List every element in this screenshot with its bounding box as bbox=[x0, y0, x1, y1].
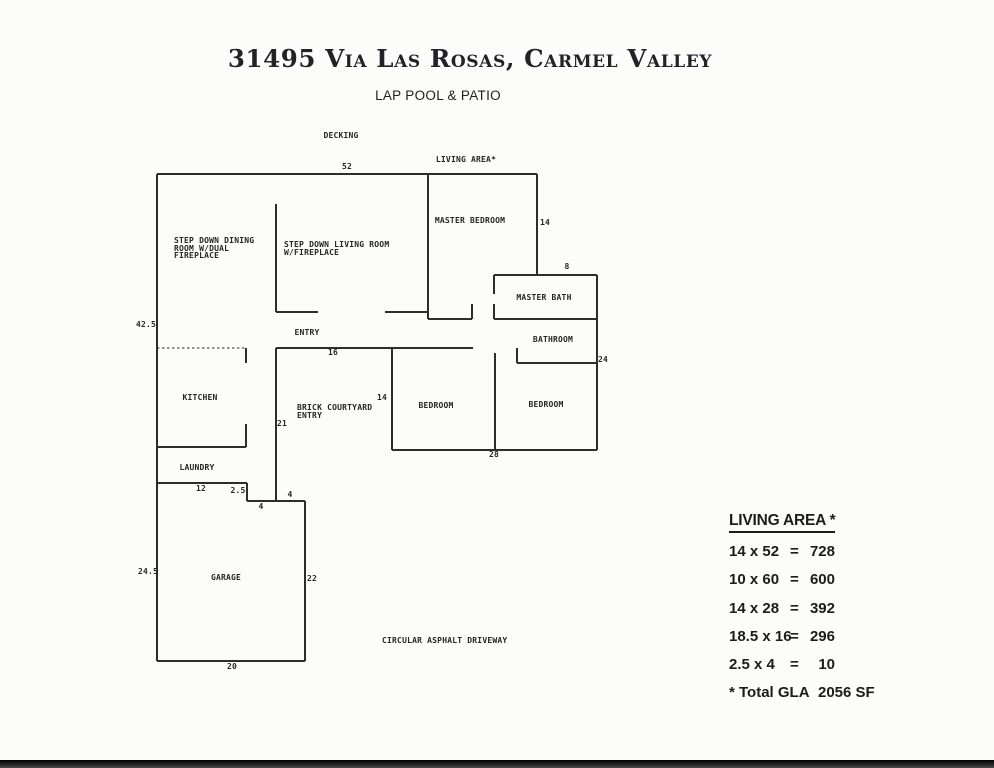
room-label-bedroom-left: BEDROOM bbox=[418, 401, 454, 410]
gla-row-5-expr: 2.5 x 4 bbox=[729, 656, 775, 673]
label-decking: DECKING bbox=[323, 131, 359, 140]
room-label-living-line1: STEP DOWN LIVING ROOM bbox=[284, 240, 390, 249]
gla-row-3-expr: 14 x 28 bbox=[729, 600, 780, 617]
gla-row-4-expr: 18.5 x 16 bbox=[729, 628, 792, 645]
dim-master-bath-width: 8 bbox=[564, 262, 570, 271]
gla-row-5: 2.5 x 4 = 10 bbox=[729, 656, 835, 673]
gla-row-3-value: 392 bbox=[809, 600, 835, 617]
dim-top-width: 52 bbox=[341, 162, 353, 171]
dim-bedroom-height: 14 bbox=[377, 393, 388, 402]
dim-bedroom-width: 28 bbox=[488, 450, 500, 459]
room-label-entry: ENTRY bbox=[294, 328, 320, 337]
room-label-bedroom-right: BEDROOM bbox=[528, 400, 564, 409]
gla-total-value: 2056 SF bbox=[818, 684, 875, 701]
room-label-laundry: LAUNDRY bbox=[179, 463, 215, 472]
dim-step-a: 4 bbox=[258, 502, 264, 511]
gla-row-2-expr: 10 x 60 bbox=[729, 571, 780, 588]
gla-row-4-value: 296 bbox=[809, 628, 835, 645]
label-living-area-note: LIVING AREA* bbox=[435, 155, 497, 164]
dim-right-height: 24 bbox=[598, 355, 609, 364]
gla-row-5-value: 10 bbox=[818, 656, 835, 673]
dim-courtyard-width: 16 bbox=[327, 348, 339, 357]
gla-row-4-equals: = bbox=[790, 628, 799, 645]
room-label-bathroom: BATHROOM bbox=[532, 335, 574, 344]
scan-edge-bottom bbox=[0, 760, 994, 768]
room-label-garage: GARAGE bbox=[210, 573, 242, 582]
dim-garage-width: 20 bbox=[226, 662, 238, 671]
room-label-kitchen: KITCHEN bbox=[182, 393, 218, 402]
gla-total-row: * Total GLA 2056 SF bbox=[729, 684, 875, 701]
living-area-table: LIVING AREA * 14 x 52 = 728 10 x 60 = 60… bbox=[729, 512, 899, 712]
room-label-master-bedroom: MASTER BEDROOM bbox=[434, 216, 506, 225]
living-area-table-title: LIVING AREA * bbox=[729, 512, 836, 533]
room-label-dining: STEP DOWN DINING ROOM W/DUAL FIREPLACE bbox=[174, 237, 254, 260]
dim-laundry-width: 12 bbox=[195, 484, 207, 493]
room-label-master-bath: MASTER BATH bbox=[516, 293, 572, 302]
gla-row-1-expr: 14 x 52 bbox=[729, 543, 780, 560]
room-label-dining-line2: ROOM W/DUAL bbox=[174, 243, 230, 253]
room-label-courtyard-line1: BRICK COURTYARD bbox=[297, 403, 373, 412]
label-driveway: CIRCULAR ASPHALT DRIVEWAY bbox=[382, 636, 508, 645]
page-subtitle: LAP POOL & PATIO bbox=[375, 88, 501, 103]
dim-garage-left-height: 24.5 bbox=[138, 567, 159, 576]
gla-row-2-value: 600 bbox=[809, 571, 835, 588]
room-label-courtyard: BRICK COURTYARD ENTRY bbox=[297, 404, 372, 419]
dim-garage-right-height: 22 bbox=[307, 574, 318, 583]
room-label-living: STEP DOWN LIVING ROOM W/FIREPLACE bbox=[284, 241, 389, 256]
dim-step-height: 2.5 bbox=[230, 486, 246, 495]
gla-row-1-equals: = bbox=[790, 543, 799, 560]
page-title: 31495 Via Las Rosas, Carmel Valley bbox=[227, 44, 713, 73]
room-label-living-line2: W/FIREPLACE bbox=[284, 247, 340, 257]
room-label-dining-line3: FIREPLACE bbox=[174, 251, 220, 260]
dim-step-b: 4 bbox=[287, 490, 293, 499]
gla-row-5-equals: = bbox=[790, 656, 799, 673]
dim-courtyard-height: 21 bbox=[277, 419, 288, 428]
gla-row-1-value: 728 bbox=[809, 543, 835, 560]
dim-master-height: 14 bbox=[540, 218, 551, 227]
dim-left-height: 42.5 bbox=[136, 320, 157, 329]
gla-row-2-equals: = bbox=[790, 571, 799, 588]
gla-row-4: 18.5 x 16 = 296 bbox=[729, 628, 835, 645]
room-label-dining-line1: STEP DOWN DINING bbox=[174, 236, 255, 245]
gla-row-3: 14 x 28 = 392 bbox=[729, 600, 835, 617]
gla-row-2: 10 x 60 = 600 bbox=[729, 571, 835, 588]
gla-row-3-equals: = bbox=[790, 600, 799, 617]
room-label-courtyard-line2: ENTRY bbox=[297, 410, 323, 420]
gla-row-1: 14 x 52 = 728 bbox=[729, 543, 835, 560]
gla-total-label: * Total GLA bbox=[729, 684, 810, 701]
